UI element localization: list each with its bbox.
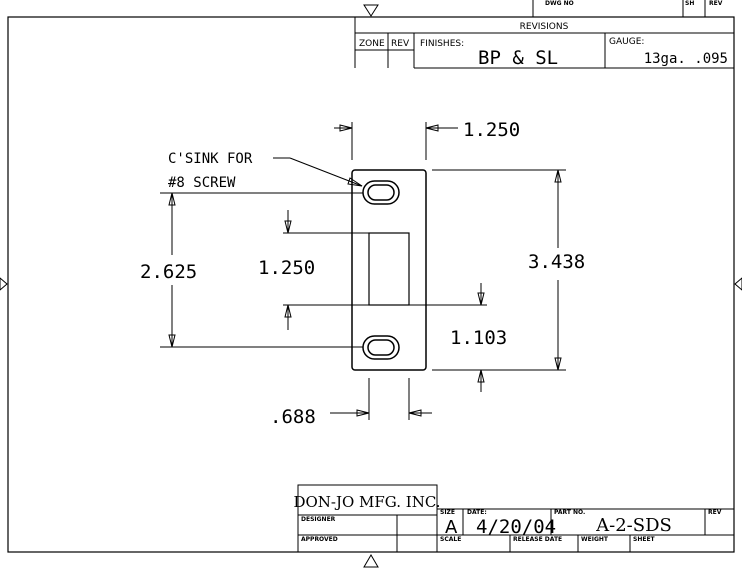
rev-column-label: REV xyxy=(391,39,410,49)
zone-label: ZONE xyxy=(359,39,385,49)
scale-label: SCALE xyxy=(440,536,461,543)
center-mark-bottom-arrow-icon xyxy=(363,554,379,568)
revisions-title: REVISIONS xyxy=(520,22,569,32)
dimension-top-width: 1.250 xyxy=(334,119,520,160)
sheet-label: SHEET xyxy=(633,536,656,543)
approved-label: APPROVED xyxy=(301,536,338,543)
finishes-value: BP & SL xyxy=(478,47,558,69)
size-value: A xyxy=(445,517,458,538)
bottom-screw-slot-inner xyxy=(367,339,395,356)
callout-line-2: #8 SCREW xyxy=(168,175,236,191)
plate-outline xyxy=(351,169,427,371)
top-strip: DWG NO SH REV xyxy=(532,0,723,17)
dimension-overall-height: 3.438 xyxy=(432,169,585,371)
dimension-cutout-to-bottom: 1.103 xyxy=(409,283,507,392)
designer-label: DESIGNER xyxy=(301,516,336,523)
top-screw-slot-inner xyxy=(367,184,395,201)
dimension-cutout-height: 1.250 xyxy=(258,210,369,330)
dim-overall-height-text: 3.438 xyxy=(528,251,585,273)
dim-cutout-width-text: .688 xyxy=(270,406,316,428)
center-mark-top-arrow-icon xyxy=(363,4,379,17)
date-label: DATE: xyxy=(467,509,487,516)
gauge-value: 13ga. .095 xyxy=(644,51,728,67)
title-block: DON-JO MFG. INC. DESIGNER APPROVED SIZE … xyxy=(293,484,734,553)
release-date-label: RELEASE DATE xyxy=(513,536,562,543)
part-no-value: A-2-SDS xyxy=(595,515,672,536)
center-cutout xyxy=(368,232,410,306)
dim-cutout-height-text: 1.250 xyxy=(258,257,315,279)
countersink-callout: C'SINK FOR #8 SCREW xyxy=(168,151,363,191)
callout-line-1: C'SINK FOR xyxy=(168,151,253,167)
company-name: DON-JO MFG. INC. xyxy=(293,493,440,511)
part-no-label: PART NO. xyxy=(554,509,585,516)
strike-plate-part xyxy=(351,169,427,371)
center-mark-left-arrow-icon xyxy=(0,277,8,291)
dwg-no-label: DWG NO xyxy=(545,0,574,7)
dim-cutout-to-bottom-text: 1.103 xyxy=(450,327,507,349)
dimension-hole-spacing: 2.625 xyxy=(140,192,363,348)
rev-label: REV xyxy=(709,0,723,7)
dim-top-width-text: 1.250 xyxy=(463,119,520,141)
sh-label: SH xyxy=(685,0,694,7)
dimension-cutout-width: .688 xyxy=(270,378,432,428)
title-rev-label: REV xyxy=(708,509,722,516)
center-mark-right-arrow-icon xyxy=(734,277,742,291)
gauge-label: GAUGE: xyxy=(609,37,644,47)
finishes-label: FINISHES: xyxy=(420,39,464,49)
revisions-block: REVISIONS ZONE REV FINISHES: BP & SL GAU… xyxy=(354,17,734,69)
weight-label: WEIGHT xyxy=(581,536,609,543)
drawing-border xyxy=(7,16,735,553)
size-label: SIZE xyxy=(440,509,455,516)
dim-hole-spacing-text: 2.625 xyxy=(140,261,197,283)
date-value: 4/20/04 xyxy=(476,516,556,538)
